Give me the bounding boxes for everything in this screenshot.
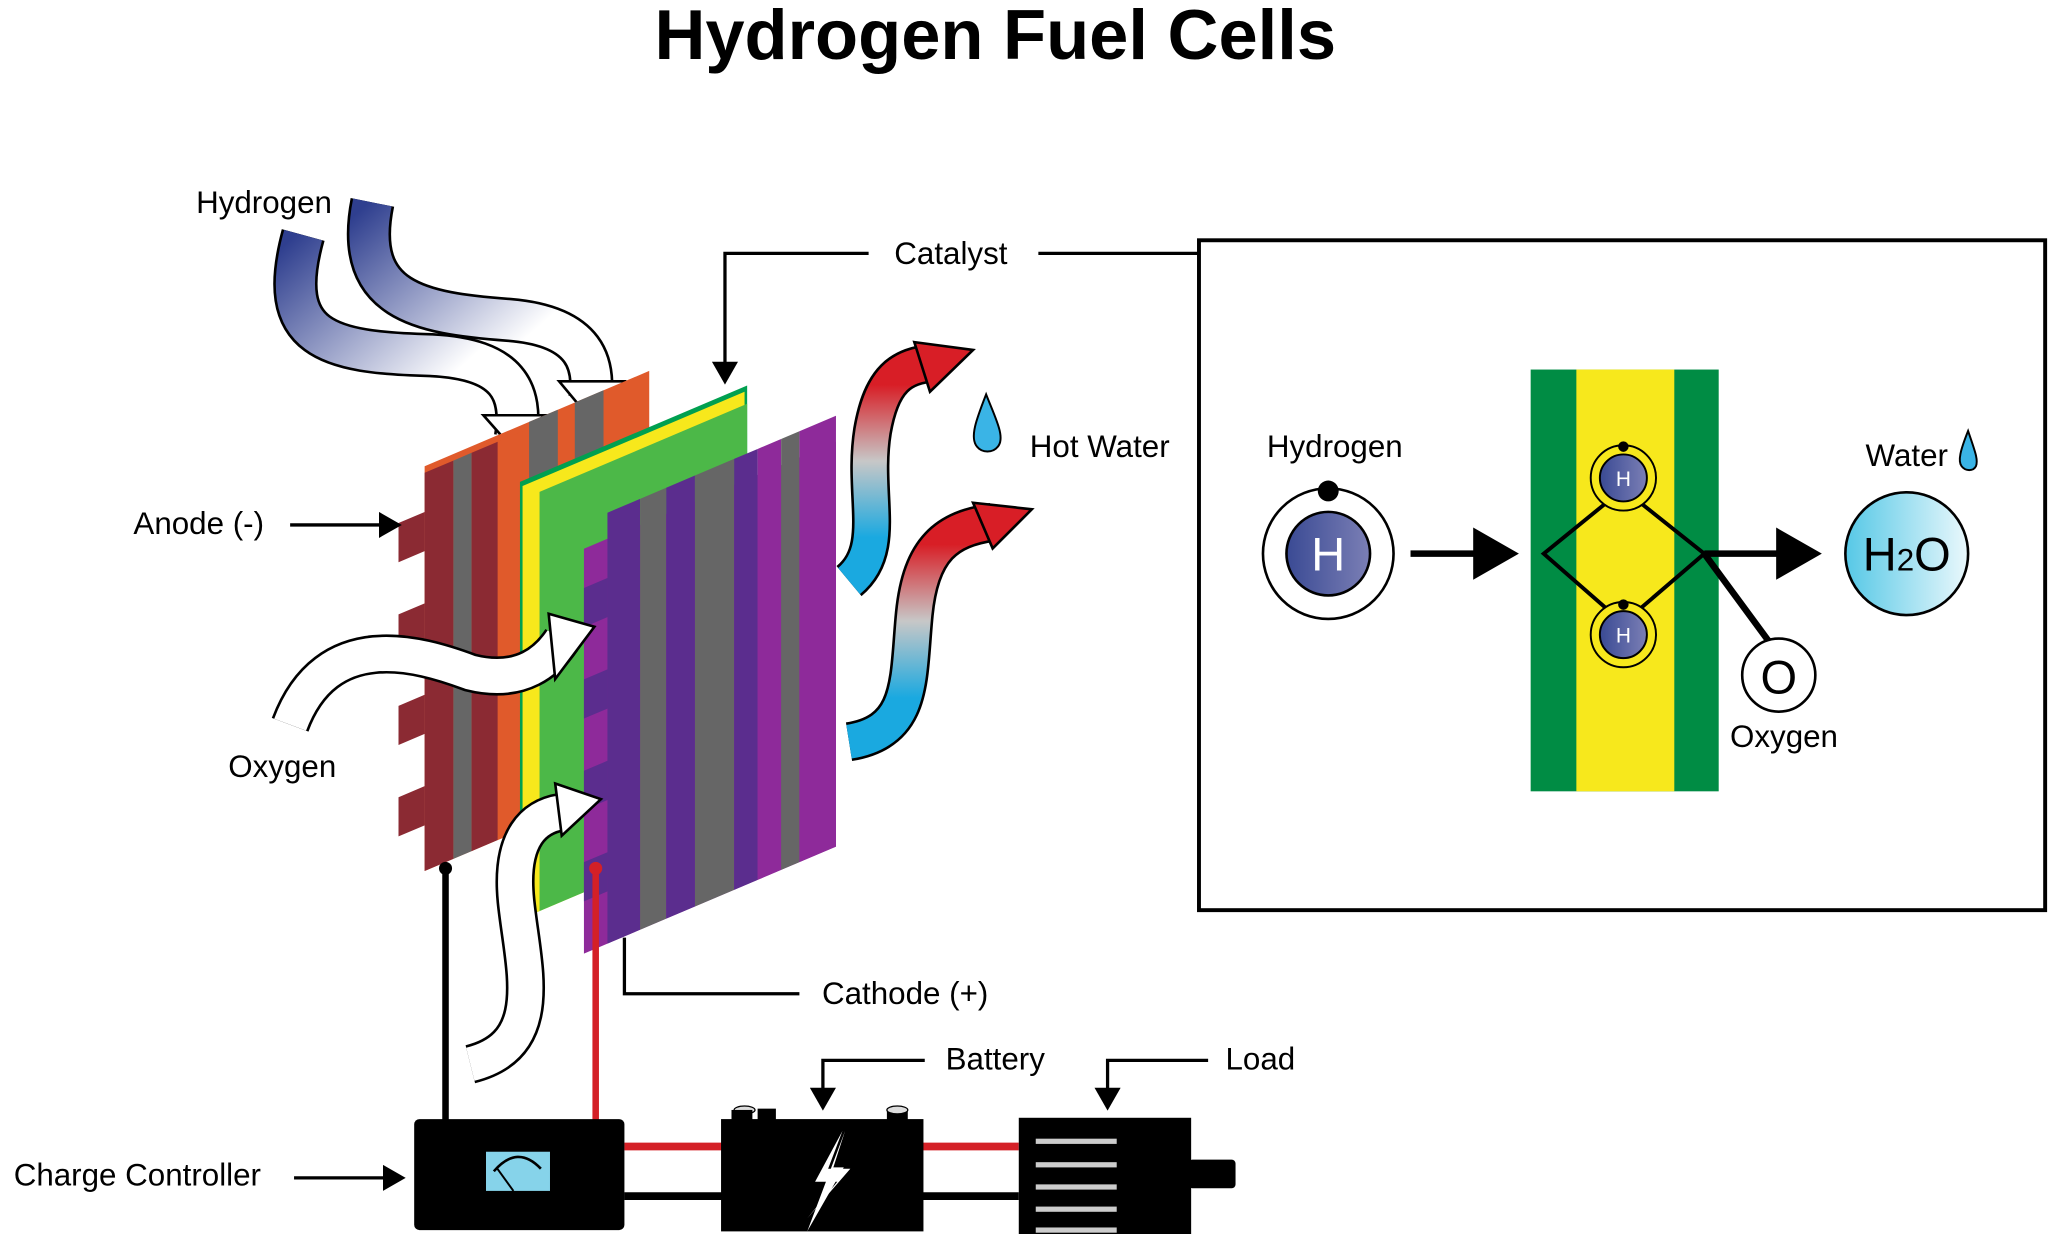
load-motor: [1018, 1117, 1236, 1234]
oxygen-atom: [1740, 637, 1817, 713]
reaction-inset: Hydrogen H H H O Oxygen H2O Water: [1197, 238, 2048, 913]
load-leader-arrow: [1094, 1058, 1209, 1111]
cathode-plate: [583, 415, 836, 954]
battery: [721, 1105, 924, 1232]
label-charge-controller: Charge Controller: [14, 1158, 261, 1193]
inset-label-hydrogen: Hydrogen: [1267, 429, 1403, 464]
label-catalyst: Catalyst: [894, 236, 1007, 271]
water-molecule: [1844, 490, 1970, 617]
hydrogen-inlet-arrows: [273, 198, 627, 462]
svg-text:H: H: [1616, 624, 1631, 647]
svg-text:O: O: [1760, 650, 1797, 703]
battery-leader-arrow: [809, 1058, 925, 1111]
svg-text:H2O: H2O: [1863, 528, 1951, 581]
label-hot-water: Hot Water: [1030, 429, 1170, 464]
label-anode: Anode (-): [133, 506, 264, 541]
hydrogen-atom: [1285, 510, 1372, 597]
inset-label-water: Water: [1866, 438, 1948, 473]
page-title: Hydrogen Fuel Cells: [654, 0, 1336, 74]
label-hydrogen: Hydrogen: [196, 185, 332, 220]
svg-text:H: H: [1616, 468, 1631, 491]
label-battery: Battery: [946, 1041, 1046, 1076]
label-oxygen: Oxygen: [228, 749, 336, 784]
water-drop-icon: [972, 391, 1002, 453]
cathode-leader-line: [622, 937, 800, 996]
oxygen-inlet-arrows: [271, 611, 604, 1084]
gauge-icon: [486, 1151, 550, 1191]
charge-controller: [414, 1119, 625, 1231]
water-drop-icon: [1958, 428, 1978, 472]
hot-water-arrows: [835, 340, 1035, 762]
catalyst-leader-arrow: [711, 251, 869, 385]
label-load: Load: [1226, 1041, 1296, 1076]
label-cathode: Cathode (+): [822, 976, 988, 1011]
svg-text:H: H: [1311, 528, 1345, 581]
inset-label-oxygen: Oxygen: [1730, 719, 1838, 754]
